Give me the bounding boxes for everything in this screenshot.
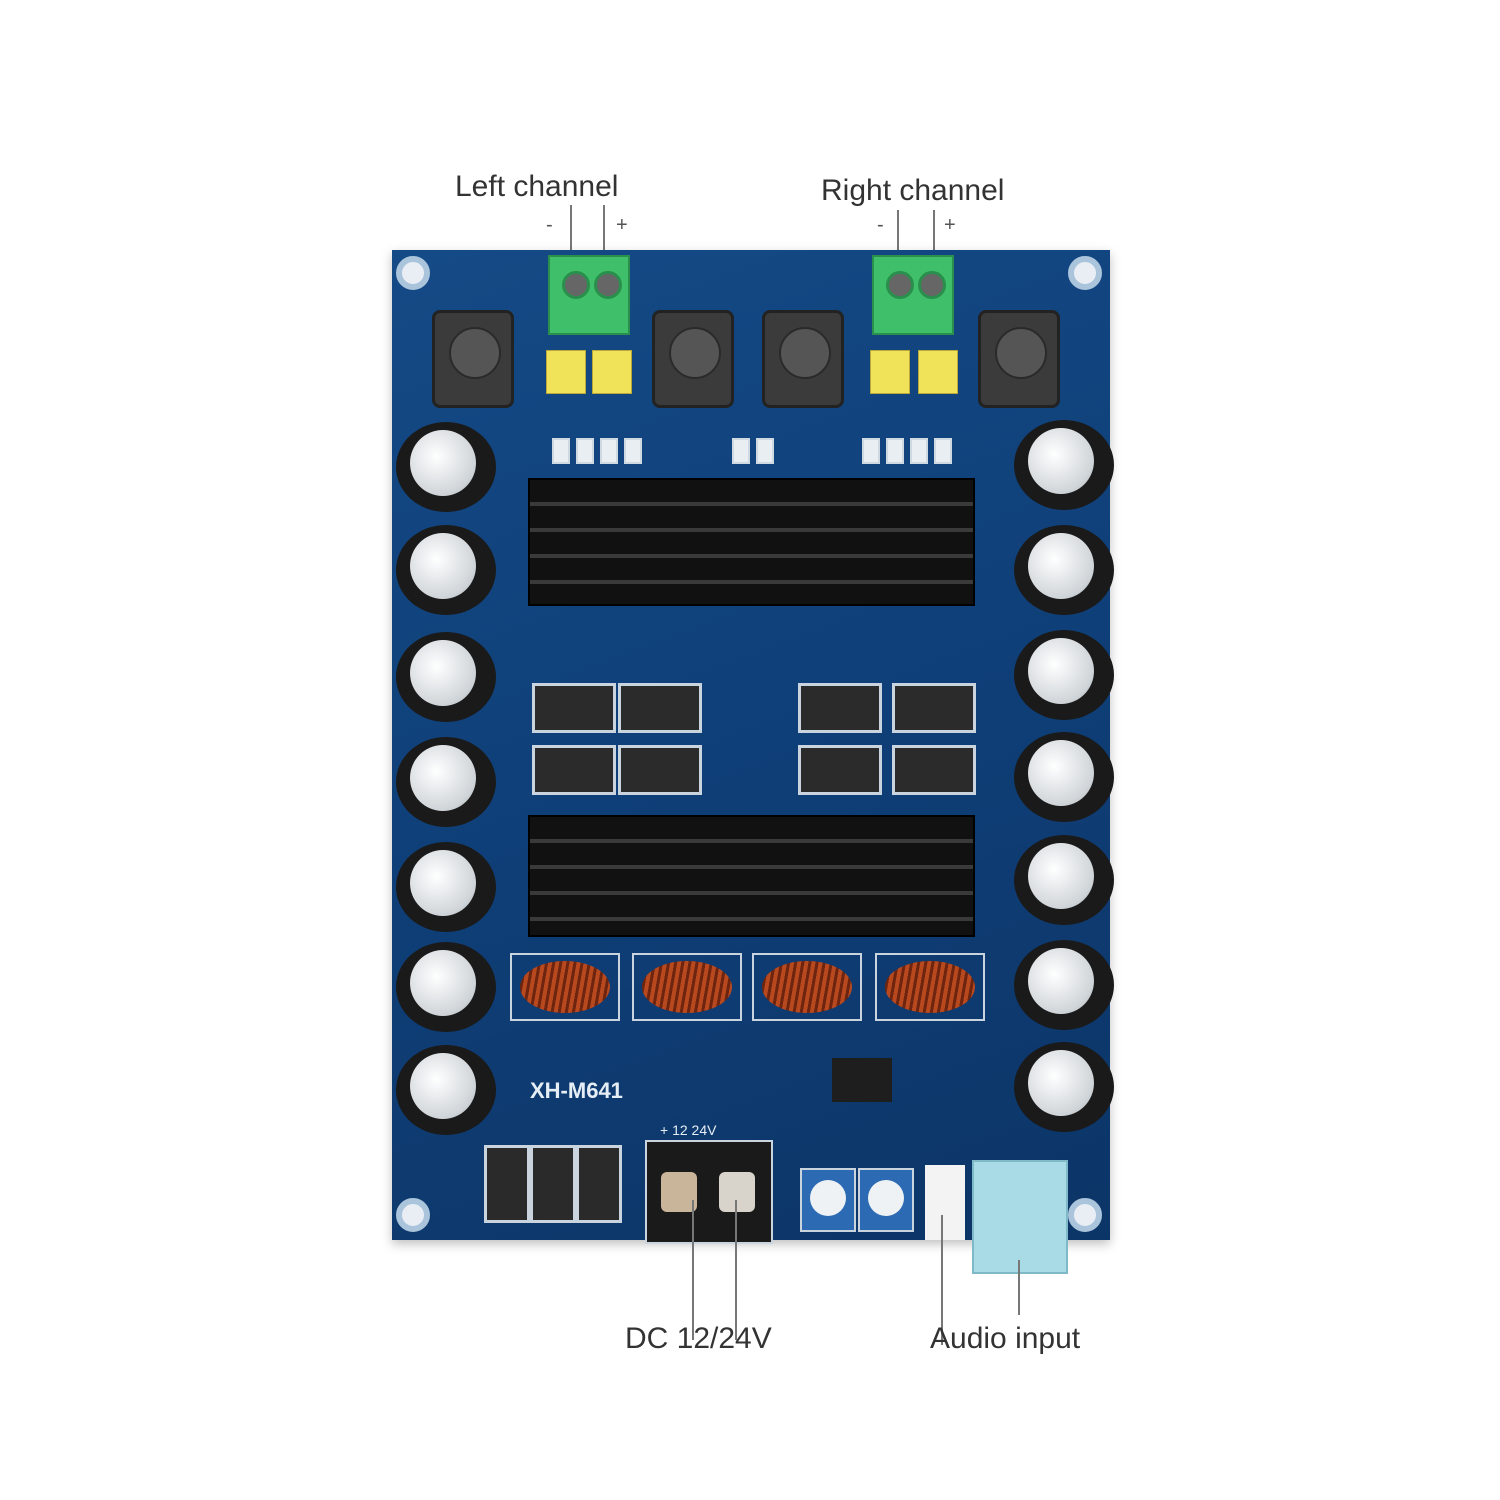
- film-capacitor: [870, 350, 910, 394]
- smd-component: [552, 438, 570, 464]
- electrolytic-capacitor: [396, 1045, 496, 1135]
- leader-line: [933, 210, 935, 285]
- right-plus-sign: +: [944, 214, 956, 236]
- potentiometer: [800, 1168, 856, 1232]
- mosfet: [532, 683, 616, 733]
- smd-component: [624, 438, 642, 464]
- electrolytic-capacitor: [1014, 1042, 1114, 1132]
- electrolytic-capacitor: [396, 632, 496, 722]
- smd-component: [600, 438, 618, 464]
- audio-jack: [972, 1160, 1068, 1274]
- dc-input-label: DC 12/24V: [625, 1322, 772, 1355]
- inductor: [652, 310, 734, 408]
- leader-line: [1018, 1260, 1020, 1315]
- toroid-inductor: [875, 953, 985, 1021]
- diode: [484, 1145, 530, 1223]
- electrolytic-capacitor: [396, 737, 496, 827]
- inductor: [762, 310, 844, 408]
- smd-component: [934, 438, 952, 464]
- mosfet: [892, 745, 976, 795]
- leader-line: [897, 210, 899, 285]
- mounting-hole: [1068, 1198, 1102, 1232]
- mounting-hole: [1068, 256, 1102, 290]
- smd-component: [576, 438, 594, 464]
- heatsink: [528, 478, 975, 606]
- toroid-inductor: [752, 953, 862, 1021]
- smd-component: [910, 438, 928, 464]
- toroid-inductor: [632, 953, 742, 1021]
- diode: [530, 1145, 576, 1223]
- smd-component: [732, 438, 750, 464]
- right-channel-label: Right channel: [821, 174, 1005, 207]
- mounting-hole: [396, 256, 430, 290]
- power-terminal: [645, 1140, 773, 1244]
- film-capacitor: [918, 350, 958, 394]
- ic-chip: [832, 1058, 892, 1102]
- diode: [576, 1145, 622, 1223]
- power-marking: + 12 24V: [660, 1122, 717, 1138]
- mosfet: [798, 683, 882, 733]
- leader-line: [603, 205, 605, 285]
- right-minus-sign: -: [877, 214, 884, 236]
- electrolytic-capacitor: [1014, 420, 1114, 510]
- amplifier-board: XH-M641 + 12 24V: [392, 250, 1114, 1244]
- electrolytic-capacitor: [396, 942, 496, 1032]
- mounting-hole: [396, 1198, 430, 1232]
- film-capacitor: [546, 350, 586, 394]
- electrolytic-capacitor: [1014, 940, 1114, 1030]
- audio-input-label: Audio input: [930, 1322, 1081, 1355]
- heatsink: [528, 815, 975, 937]
- electrolytic-capacitor: [1014, 525, 1114, 615]
- right-speaker-terminal: [872, 255, 954, 335]
- left-plus-sign: +: [616, 214, 628, 236]
- leader-line: [570, 205, 572, 285]
- leader-line: [692, 1200, 694, 1340]
- leader-line: [735, 1200, 737, 1340]
- mosfet: [618, 683, 702, 733]
- model-marking: XH-M641: [530, 1078, 623, 1103]
- electrolytic-capacitor: [1014, 630, 1114, 720]
- inductor: [432, 310, 514, 408]
- left-channel-label: Left channel: [455, 170, 619, 203]
- left-minus-sign: -: [546, 214, 553, 236]
- mosfet: [618, 745, 702, 795]
- smd-component: [886, 438, 904, 464]
- electrolytic-capacitor: [1014, 732, 1114, 822]
- electrolytic-capacitor: [396, 422, 496, 512]
- left-speaker-terminal: [548, 255, 630, 335]
- electrolytic-capacitor: [1014, 835, 1114, 925]
- mosfet: [798, 745, 882, 795]
- mosfet: [532, 745, 616, 795]
- electrolytic-capacitor: [396, 842, 496, 932]
- electrolytic-capacitor: [396, 525, 496, 615]
- audio-connector: [925, 1165, 965, 1240]
- potentiometer: [858, 1168, 914, 1232]
- film-capacitor: [592, 350, 632, 394]
- toroid-inductor: [510, 953, 620, 1021]
- inductor: [978, 310, 1060, 408]
- leader-line: [941, 1215, 943, 1345]
- mosfet: [892, 683, 976, 733]
- smd-component: [756, 438, 774, 464]
- smd-component: [862, 438, 880, 464]
